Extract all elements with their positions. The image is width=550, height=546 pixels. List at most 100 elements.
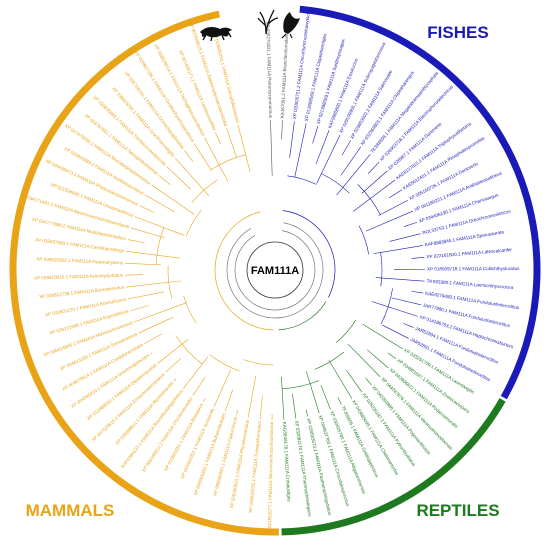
leaf-label: XP 018509718.1 FAM111A Collichthyslucidu… <box>427 266 520 271</box>
branch <box>193 143 212 171</box>
branch <box>315 129 330 164</box>
clade-arc <box>155 227 165 265</box>
branch <box>165 357 182 373</box>
branch <box>389 233 421 242</box>
branch <box>125 262 162 266</box>
branch <box>183 356 208 389</box>
branch <box>347 343 381 378</box>
branch <box>292 393 297 419</box>
branch <box>236 410 239 416</box>
group-ring-fishes <box>299 5 541 400</box>
branch <box>391 297 421 306</box>
amphibian-icon <box>281 12 300 39</box>
branch <box>378 199 408 216</box>
branch <box>139 205 155 213</box>
branch <box>375 277 425 282</box>
clade-arc <box>191 179 218 203</box>
branch <box>224 389 234 412</box>
center-label: FAM111A <box>251 265 299 277</box>
clade-arc-root <box>214 211 274 331</box>
clade-arc <box>287 175 317 185</box>
branch <box>226 127 237 158</box>
branch <box>316 134 341 184</box>
branch <box>382 324 409 339</box>
branch <box>411 290 424 294</box>
branch <box>130 305 149 311</box>
branch <box>184 150 194 162</box>
leaf-label: KAG5849178.1 FAM111A Crotalustigris <box>282 422 292 503</box>
branch <box>365 377 372 386</box>
group-ring-reptiles <box>281 398 506 536</box>
leaf-label: XP 039812738.1 FAM111A Buncatusrufus <box>39 285 125 300</box>
branch <box>174 157 210 197</box>
clade-arc <box>380 252 383 287</box>
leaf-label: XP 019830291.1 FAM111A Sarcophilusharris… <box>212 31 240 123</box>
branch <box>158 175 171 186</box>
branch <box>294 123 307 178</box>
clade-arc <box>210 154 246 170</box>
branch <box>403 221 418 227</box>
branch <box>127 291 165 300</box>
clade-arc <box>321 173 350 194</box>
branch <box>215 132 221 145</box>
clade-arc-root <box>282 210 336 298</box>
group-label-fishes: FISHES <box>427 23 488 42</box>
clade-arc <box>380 288 393 325</box>
root-arc <box>234 230 316 311</box>
branch <box>130 227 165 239</box>
branch <box>353 179 396 212</box>
branch <box>305 371 320 414</box>
branch <box>367 161 380 174</box>
clade-arc <box>335 319 357 344</box>
group-label-mammals: MAMMALS <box>26 501 115 520</box>
clade-arc <box>183 295 197 324</box>
tree-branches <box>125 120 425 420</box>
branch <box>144 333 162 344</box>
branch <box>336 153 371 196</box>
branch <box>320 385 331 410</box>
branch <box>387 352 397 360</box>
clade-arc <box>282 380 320 390</box>
leaf-label: KAJ67091.2 FAM111A Branchiostomalanceola… <box>280 16 290 119</box>
branch <box>125 274 144 276</box>
branch <box>346 370 363 393</box>
clade-arc <box>243 359 274 366</box>
leaf-label: XP 021552577.1 FAM111A Neomonachusschaui… <box>267 422 274 535</box>
branch <box>237 124 251 173</box>
branch <box>365 210 414 232</box>
clade-arc <box>167 265 173 300</box>
branch <box>138 316 174 334</box>
group-ring-mammals <box>9 10 279 536</box>
branch <box>403 323 414 328</box>
branch <box>281 376 285 420</box>
branch <box>270 120 273 177</box>
branch <box>328 359 353 399</box>
clade-arc <box>357 184 381 215</box>
branch <box>388 189 402 199</box>
branch <box>305 409 308 417</box>
branch <box>247 376 257 418</box>
group-rings <box>9 5 541 536</box>
clade-arc <box>314 351 344 370</box>
branch <box>411 257 425 259</box>
clade-arc <box>358 225 370 255</box>
branch <box>134 216 185 236</box>
branch <box>361 170 388 194</box>
branch <box>157 338 189 364</box>
branch <box>128 239 145 244</box>
branch <box>371 301 418 317</box>
branch <box>144 194 175 213</box>
lancelet-icon <box>257 9 279 35</box>
clade-arc-root <box>278 301 327 331</box>
branch <box>202 398 206 402</box>
branch <box>134 302 187 323</box>
clade-arc <box>209 354 240 372</box>
branch <box>362 323 403 350</box>
branch <box>151 184 195 215</box>
branch <box>259 395 263 420</box>
leaf-label: XP 039810010.1 FAM111A Acinonyxjubatus <box>34 273 124 281</box>
branch <box>340 146 361 176</box>
leaf-label: XP 022161600.1 FAM111A Latescalcarifer <box>426 247 512 259</box>
